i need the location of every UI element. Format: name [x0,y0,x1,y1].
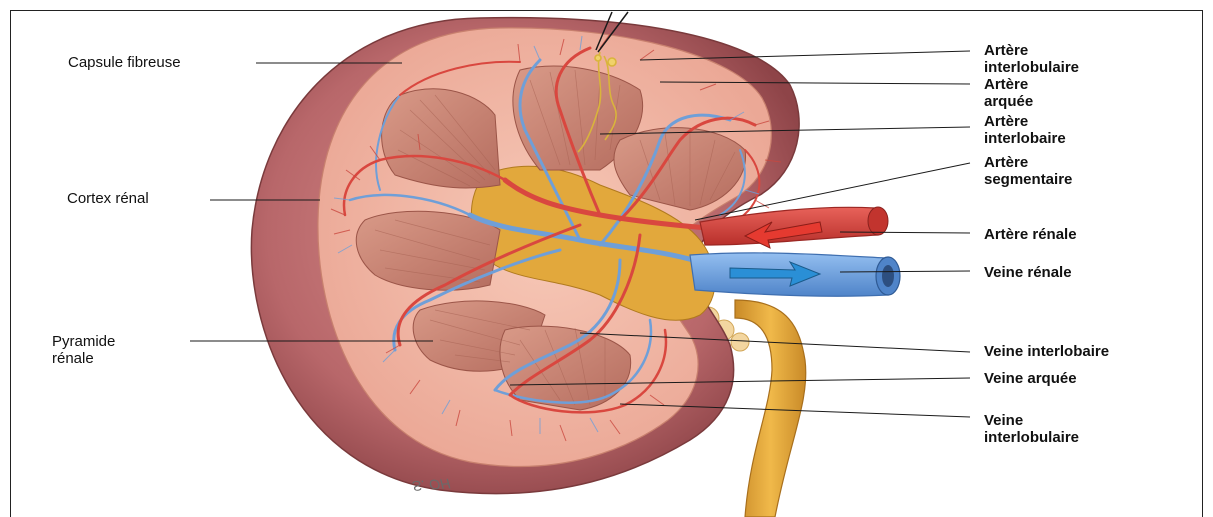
label-capsule-fibreuse: Capsule fibreuse [68,54,181,71]
label-veine-interlobulaire: Veine interlobulaire [984,412,1079,446]
label-veine-arquee: Veine arquée [984,370,1077,387]
label-artere-arquee: Artère arquée [984,76,1033,110]
label-veine-interlobaire: Veine interlobaire [984,343,1109,360]
artist-signature: S. OH [411,475,450,495]
label-artere-interlobaire: Artère interlobaire [984,113,1066,147]
label-artere-renale: Artère rénale [984,226,1077,243]
label-artere-interlobulaire: Artère interlobulaire [984,42,1079,76]
label-cortex-renal: Cortex rénal [67,190,149,207]
label-veine-renale: Veine rénale [984,264,1072,281]
label-pyramide-renale: Pyramide rénale [52,333,115,367]
label-artere-segmentaire: Artère segmentaire [984,154,1072,188]
renal-artery-lumen [868,207,888,235]
